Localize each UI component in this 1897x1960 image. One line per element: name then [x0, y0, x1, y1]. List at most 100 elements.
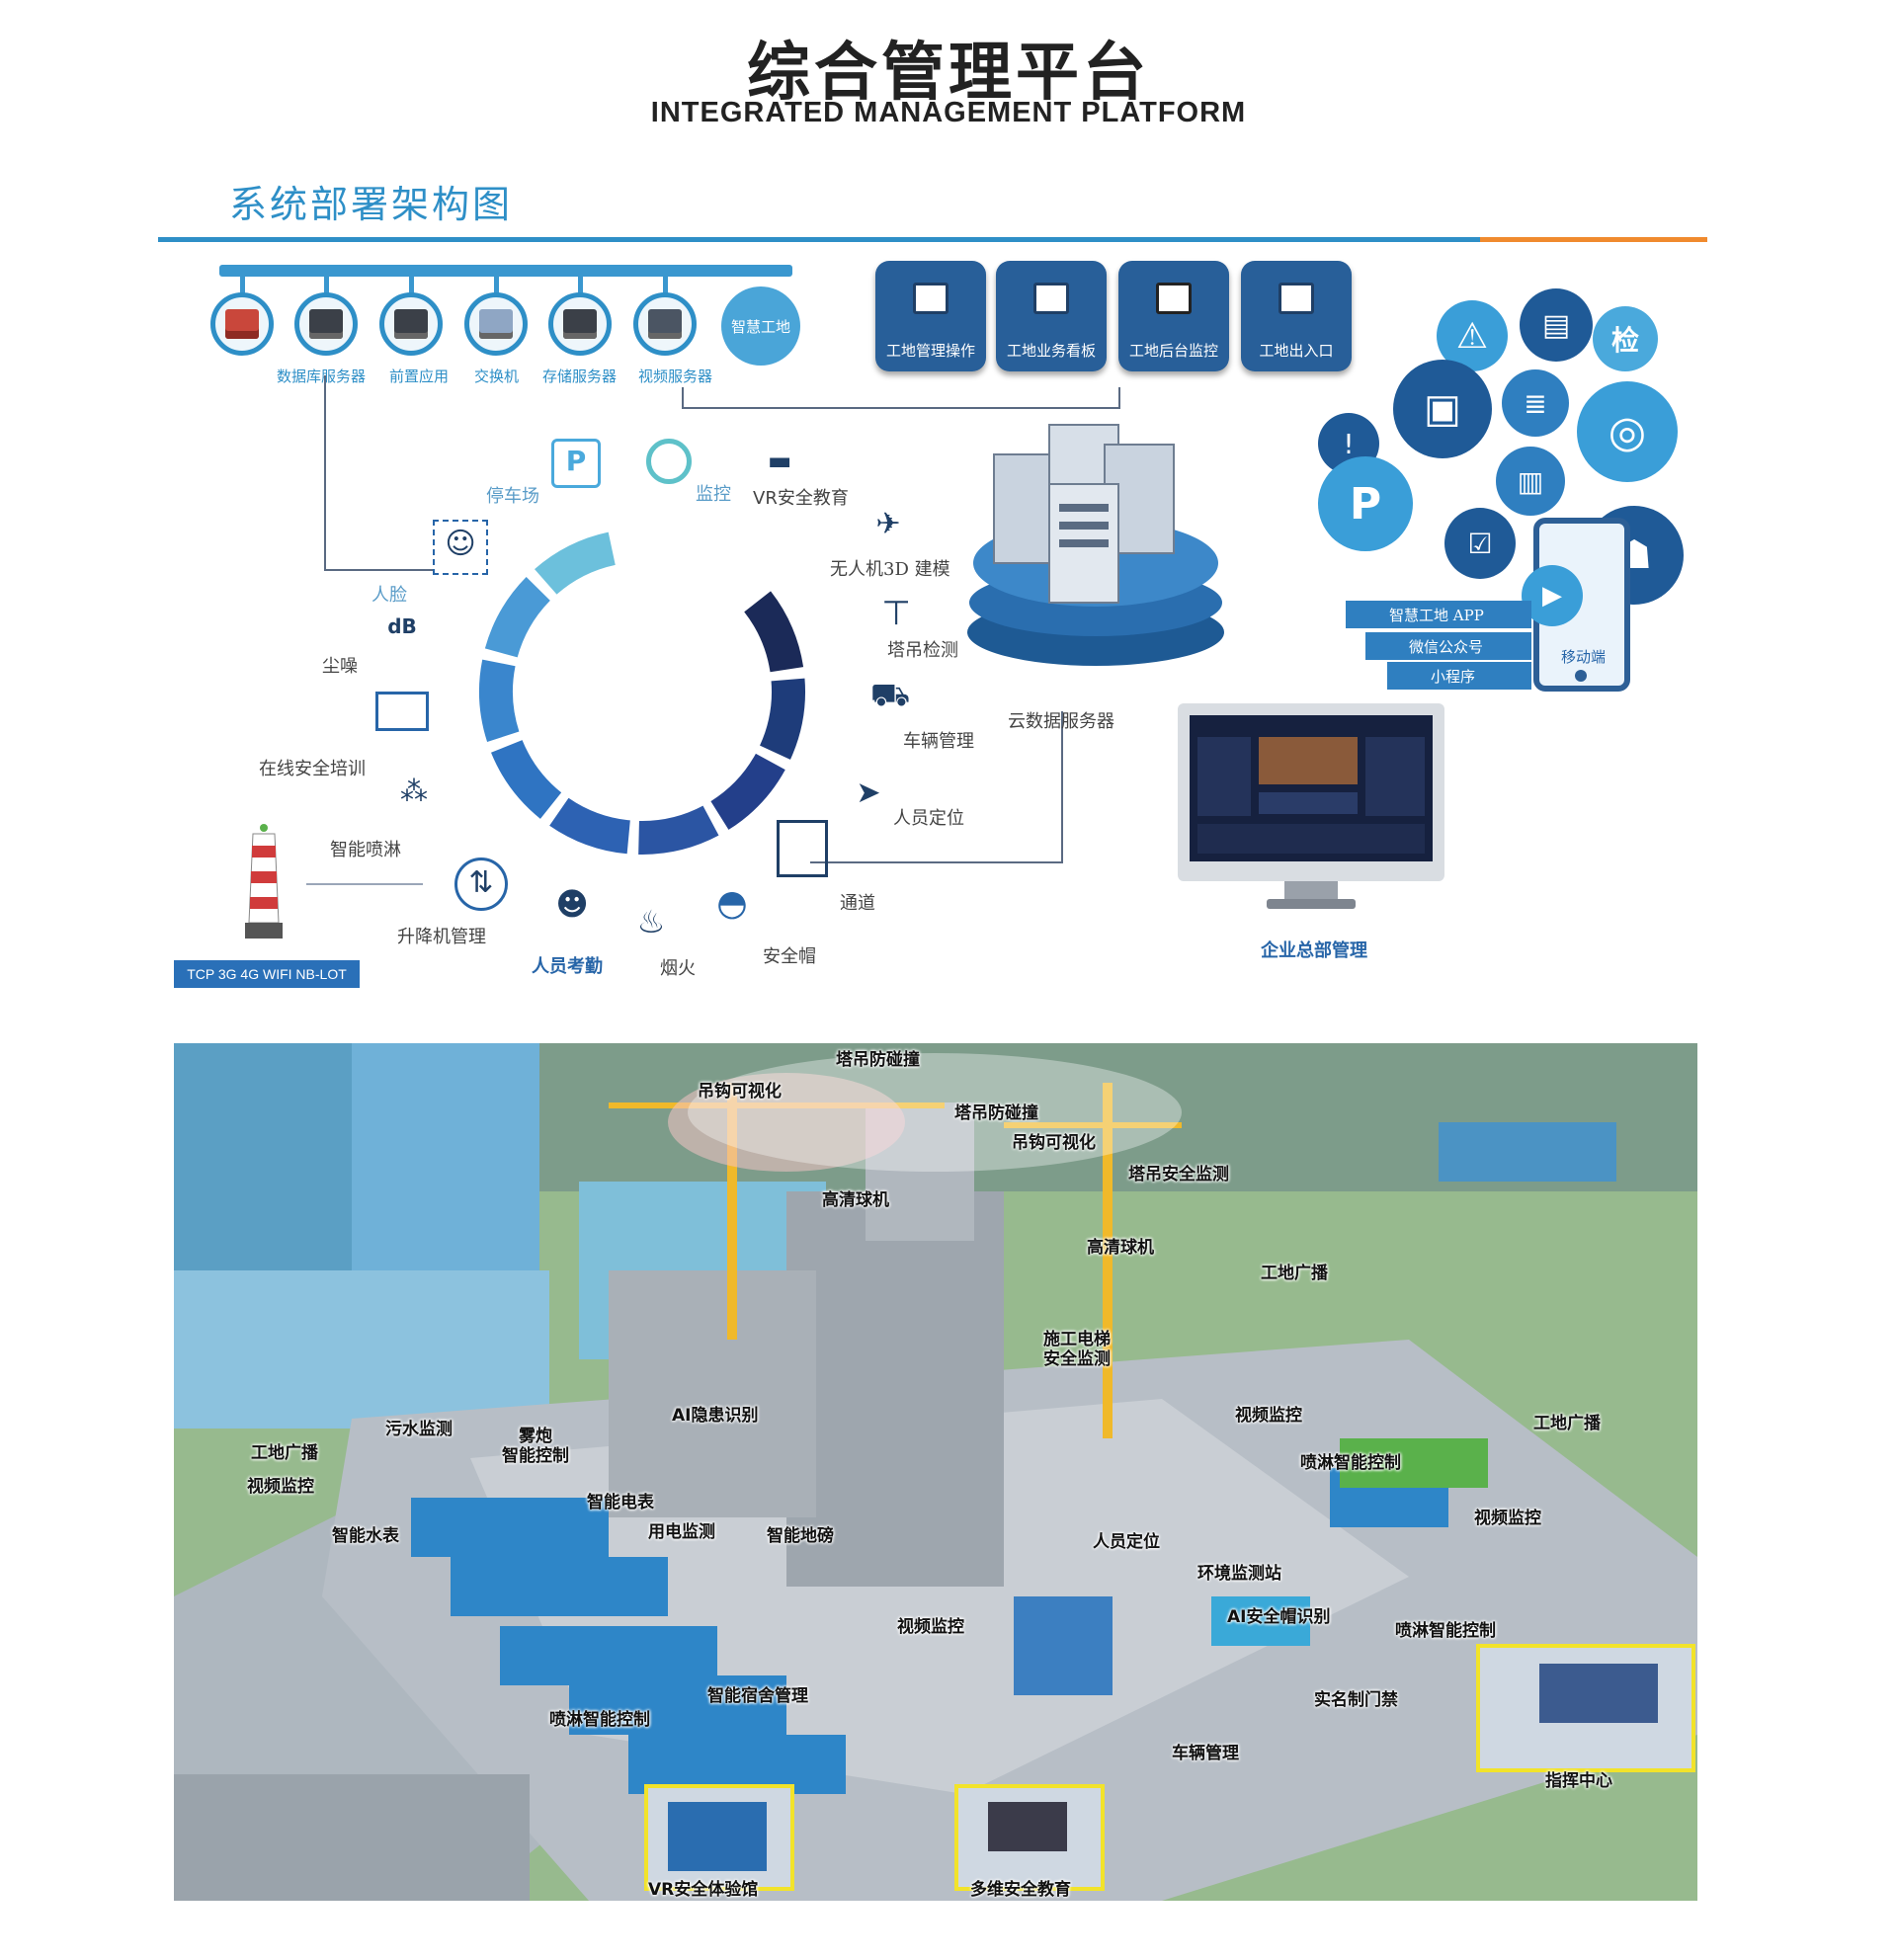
chart-icon: ▤ [1541, 307, 1571, 343]
firewall-icon [210, 292, 274, 356]
bus-drop [240, 275, 245, 294]
tile-site-entrance[interactable]: 工地出入口 [1241, 261, 1352, 371]
video-bubble[interactable]: ▶ [1522, 565, 1583, 626]
calendar-bubble[interactable]: ☑ [1444, 508, 1516, 579]
id-card-bubble[interactable]: ▣ [1393, 360, 1492, 458]
dashboard-panel [1197, 824, 1425, 854]
sprinkler-icon: ⁂ [400, 775, 428, 807]
ring-segment [710, 753, 785, 830]
face-scan-icon: ☺ [433, 520, 488, 575]
app-bar-mini[interactable]: 小程序 [1387, 662, 1531, 690]
home-button[interactable] [1575, 670, 1587, 682]
app-bar-wechat[interactable]: 微信公众号 [1365, 632, 1531, 660]
bus-drop [578, 275, 583, 294]
network-badge: TCP 3G 4G WIFI NB-LOT [174, 960, 360, 988]
module-locate: 人员定位 [893, 808, 964, 829]
section-title: 系统部署架构图 [229, 183, 514, 226]
parking-bubble[interactable]: P [1318, 456, 1413, 551]
connector-line [810, 861, 1063, 863]
scene-illustration [174, 1043, 1697, 1901]
callout: 工地广播 [1533, 1414, 1601, 1433]
server-label-switch: 交换机 [474, 368, 520, 385]
callout: 人员定位 [1093, 1532, 1160, 1552]
callout: 智能水表 [332, 1526, 399, 1546]
module-channel: 通道 [840, 893, 875, 914]
callout: 高清球机 [822, 1190, 889, 1210]
mobile-label: 移动端 [1561, 648, 1607, 666]
ring-segment [549, 797, 631, 855]
camera-bubble[interactable]: ◎ [1577, 381, 1678, 482]
chart-bubble[interactable]: ▤ [1520, 288, 1593, 362]
fire-icon: ♨ [636, 903, 666, 940]
enterprise-monitor [1178, 703, 1444, 881]
callout: 环境监测站 [1197, 1564, 1281, 1584]
smart-site-hub: 智慧工地 [721, 286, 800, 366]
module-drone: 无人机3D 建模 [830, 559, 950, 580]
calendar-icon: ☑ [1467, 527, 1493, 560]
command-center-photo [1476, 1644, 1695, 1772]
callout: 喷淋智能控制 [1395, 1621, 1496, 1641]
tile-site-operation[interactable]: 工地管理操作 [875, 261, 986, 371]
connector-line [682, 387, 684, 409]
callout: 指挥中心 [1545, 1771, 1612, 1791]
tile-backend-monitor[interactable]: 工地后台监控 [1118, 261, 1229, 371]
dashboard-panel [1259, 792, 1358, 814]
module-monitor: 监控 [696, 484, 731, 505]
vr-goggles-icon: ▬ [767, 447, 792, 476]
callout: 雾炮 智能控制 [502, 1427, 569, 1466]
warning-icon: ⚠ [1455, 315, 1489, 357]
callout: VR安全体验馆 [648, 1880, 759, 1900]
monitor-neck [1284, 881, 1338, 901]
callout: AI安全帽识别 [1227, 1607, 1331, 1627]
callout: 智能电表 [587, 1493, 654, 1512]
worker-icon: ☻ [555, 885, 589, 923]
bus-drop [494, 275, 499, 294]
module-vehicle: 车辆管理 [903, 731, 974, 752]
module-crane: 塔吊检测 [887, 640, 958, 661]
video-server-icon [633, 292, 697, 356]
tile-business-board[interactable]: 工地业务看板 [996, 261, 1107, 371]
callout: 喷淋智能控制 [1300, 1453, 1401, 1473]
callout: 视频监控 [247, 1477, 314, 1497]
dashboard-screen [1190, 715, 1433, 861]
connector-line [1118, 387, 1120, 409]
section-rule-blue [158, 237, 1480, 242]
alert-icon: ! [1343, 427, 1355, 460]
form-bubble[interactable]: ≣ [1502, 369, 1569, 437]
inspect-bubble[interactable]: 检 [1593, 306, 1658, 371]
ring-segment [743, 591, 804, 673]
drone-operator-icon: ✈ [875, 507, 901, 541]
database-server-icon [294, 292, 358, 356]
mini-label: 小程序 [1431, 667, 1476, 686]
module-training: 在线安全培训 [259, 759, 366, 779]
callout: 吊钩可视化 [1012, 1133, 1096, 1153]
parking-bubble-icon: P [1349, 478, 1382, 530]
channel-bubble[interactable]: ▥ [1496, 447, 1565, 516]
callout: 塔吊安全监测 [1128, 1165, 1229, 1184]
parking-icon: P [551, 439, 601, 488]
server-label-frontend: 前置应用 [389, 368, 450, 385]
cloud-server-illustration [967, 424, 1224, 666]
ring-segment [535, 531, 617, 595]
training-screen-icon [375, 692, 429, 731]
building-icon [913, 283, 948, 314]
location-arrow-icon: ➤ [856, 776, 881, 810]
callout: 用电监测 [648, 1522, 715, 1542]
app-bar-app[interactable]: 智慧工地 APP [1346, 601, 1531, 628]
vr-hall-booth [668, 1802, 767, 1871]
ring-segment [484, 577, 551, 658]
gate-icon [1156, 283, 1192, 314]
module-ring [479, 531, 805, 855]
form-icon: ≣ [1524, 386, 1547, 420]
tower-crane-icon: ⊤ [881, 594, 911, 633]
dashboard-panel [1197, 737, 1251, 816]
callout: 工地广播 [251, 1443, 318, 1463]
app-server-icon [379, 292, 443, 356]
section-rule-orange [1480, 237, 1707, 242]
callout: 智能地磅 [767, 1526, 834, 1546]
monitor-icon [1033, 283, 1069, 314]
play-icon: ▶ [1542, 581, 1562, 611]
tile-label: 工地后台监控 [1128, 342, 1218, 360]
callout: 吊钩可视化 [698, 1082, 782, 1102]
callout: 视频监控 [1235, 1406, 1302, 1426]
